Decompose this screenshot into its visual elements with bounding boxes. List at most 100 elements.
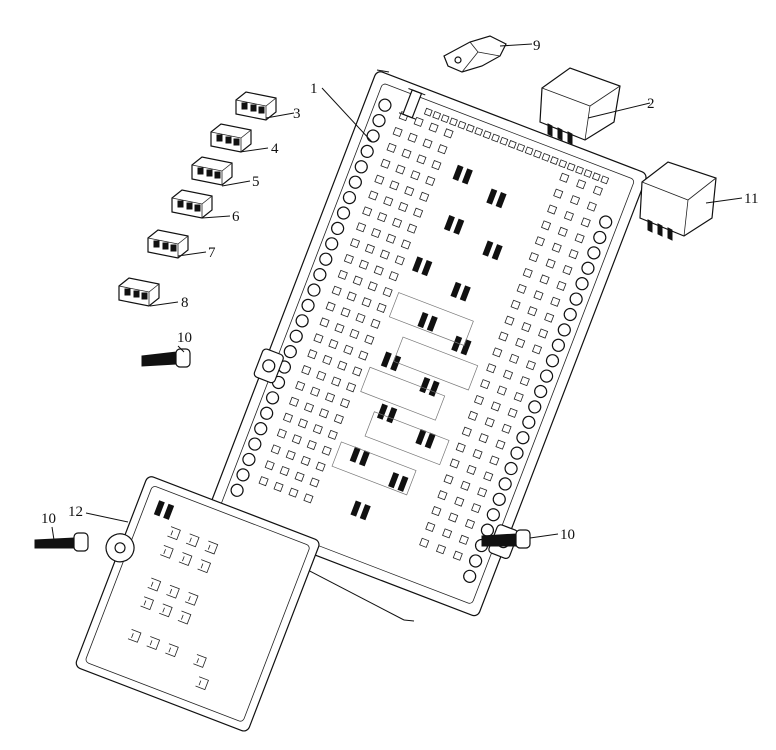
terminal-slot <box>340 307 351 318</box>
terminal-slot <box>358 350 369 361</box>
contact-hole <box>283 345 297 359</box>
terminal-slot <box>550 296 561 307</box>
fuse-block-4 <box>210 123 252 153</box>
terminal-slot <box>352 275 363 286</box>
terminal-slot <box>398 201 409 213</box>
terminal-slot <box>576 179 587 190</box>
fuse-slot <box>495 192 507 209</box>
contact-hole <box>463 569 477 583</box>
terminal-slot <box>435 544 447 555</box>
fuse-slot <box>491 244 503 261</box>
terminal-slot <box>300 455 311 466</box>
terminal-slot <box>533 290 544 301</box>
terminal-slot <box>586 201 597 212</box>
contact-hole <box>260 406 274 420</box>
terminal-slot <box>443 128 454 139</box>
fuse-slot <box>412 256 424 273</box>
terminal-slot <box>491 133 500 143</box>
callout-11: 11 <box>744 191 758 207</box>
contact-hole <box>360 144 374 158</box>
terminal-slot <box>482 130 492 140</box>
terminal-slot <box>467 410 478 421</box>
guide-outline <box>360 366 446 421</box>
relay-11 <box>639 161 717 241</box>
terminal-slot <box>541 152 551 162</box>
cover-terminal <box>178 552 193 566</box>
terminal-slot <box>423 107 433 117</box>
callout-9: 9 <box>533 38 541 54</box>
terminal-slot <box>428 122 439 133</box>
terminal-slot <box>437 490 448 501</box>
fuse-relay-board <box>197 69 647 622</box>
contact-hole <box>319 252 333 266</box>
terminal-slot <box>306 439 317 451</box>
terminal-slot <box>380 158 391 169</box>
terminal-slot <box>325 392 336 403</box>
terminal-slot <box>575 165 584 175</box>
clip-9 <box>443 35 507 73</box>
terminal-slot <box>400 239 411 250</box>
terminal-slot <box>521 322 532 333</box>
contact-hole <box>236 468 250 482</box>
terminal-slot <box>273 481 284 492</box>
cover-terminal <box>204 540 219 555</box>
terminal-slot <box>264 460 275 471</box>
terminal-slot <box>406 223 418 234</box>
fuse-block-3 <box>235 91 277 121</box>
terminal-slot <box>544 312 555 323</box>
fuse-slot <box>386 407 398 424</box>
contact-hole <box>539 369 554 383</box>
fuse-slot <box>451 335 463 352</box>
contact-hole <box>486 508 500 522</box>
terminal-slot <box>343 344 354 355</box>
terminal-slot <box>389 180 400 191</box>
terminal-slot <box>490 401 501 412</box>
terminal-slot <box>258 476 269 487</box>
cover-slot <box>163 503 175 520</box>
guide-outline <box>331 441 417 496</box>
callout-labels: 1 2 3 4 5 6 7 8 9 10 10 10 11 12 <box>41 38 758 543</box>
terminal-slot <box>270 444 281 455</box>
terminal-slot <box>557 226 568 237</box>
terminal-slot <box>337 360 348 371</box>
fuse-slot <box>460 339 472 356</box>
contact-hole <box>581 261 595 275</box>
terminal-slot <box>383 196 394 207</box>
callout-10-left: 10 <box>177 330 192 346</box>
terminal-slot <box>471 503 482 514</box>
terminal-slot <box>295 380 306 391</box>
terminal-slot <box>454 496 465 507</box>
contact-hole <box>248 437 262 451</box>
terminal-slot <box>291 434 302 445</box>
terminal-slot <box>346 291 357 302</box>
contact-hole <box>599 215 613 229</box>
terminal-slot <box>513 391 524 403</box>
contact-hole <box>254 422 268 436</box>
terminal-slot <box>484 417 495 428</box>
fuse-slot <box>376 403 388 420</box>
fuse-slot <box>452 164 464 181</box>
terminal-slot <box>553 188 564 199</box>
contact-hole <box>516 431 530 445</box>
terminal-slot <box>395 164 406 175</box>
contact-hole <box>557 323 571 337</box>
callout-3: 3 <box>293 106 301 122</box>
terminal-slot <box>392 217 403 228</box>
contact-hole <box>313 268 327 282</box>
terminal-slot <box>368 190 379 201</box>
terminal-slot <box>465 123 475 133</box>
fuse-slot <box>397 475 409 492</box>
terminal-slot <box>313 333 324 344</box>
terminal-slot <box>478 433 489 444</box>
terminal-slot <box>325 301 336 312</box>
callout-12: 12 <box>68 504 83 520</box>
terminal-slot <box>466 464 477 475</box>
terminal-slot <box>358 259 369 270</box>
contact-hole <box>378 98 392 112</box>
terminal-slot <box>458 534 469 545</box>
callout-1: 1 <box>310 81 318 97</box>
terminal-slot <box>364 243 375 254</box>
terminal-slot <box>533 149 542 159</box>
cover-terminal <box>195 676 209 691</box>
terminal-slot <box>515 337 526 348</box>
